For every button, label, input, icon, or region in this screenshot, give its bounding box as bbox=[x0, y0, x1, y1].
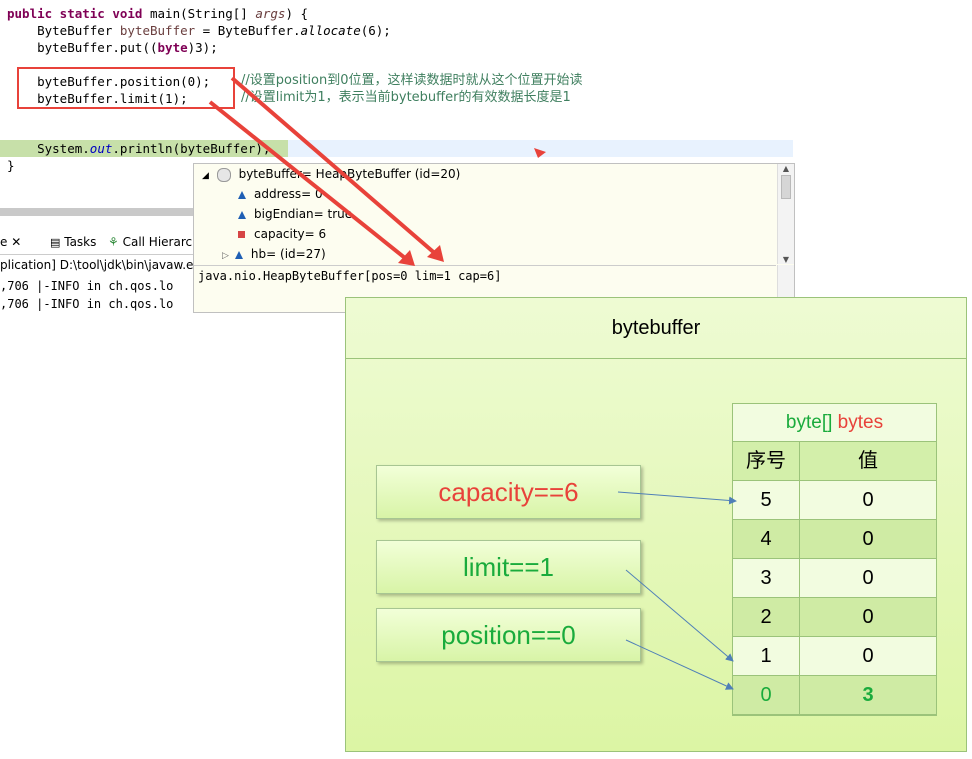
limit-label: limit==1 bbox=[376, 540, 641, 594]
tree-node-field[interactable]: bigEndian= true bbox=[238, 204, 352, 224]
code-text: main(String[] bbox=[142, 6, 256, 21]
scroll-down-arrow-icon[interactable]: ▼ bbox=[782, 255, 790, 264]
field-out: out bbox=[89, 141, 113, 156]
tree-node-field[interactable]: capacity= 6 bbox=[238, 224, 326, 244]
scroll-thumb[interactable] bbox=[781, 175, 791, 199]
expand-triangle-icon[interactable]: ▷ bbox=[222, 251, 229, 261]
tab-call-hierarchy[interactable]: ⚘ Call Hierarc bbox=[108, 235, 192, 249]
value-cell: 3 bbox=[800, 676, 936, 715]
tree-node-root[interactable]: ◢ byteBuffer= HeapByteBuffer (id=20) bbox=[202, 164, 460, 184]
capacity-label: capacity==6 bbox=[376, 465, 641, 519]
code-line-position: byteBuffer.position(0); bbox=[7, 73, 210, 90]
diagram-title: bytebuffer bbox=[346, 298, 966, 359]
value-cell: 0 bbox=[800, 481, 936, 520]
code-line-close-brace: } bbox=[7, 158, 15, 173]
console-header: plication] D:\tool\jdk\bin\javaw.e bbox=[0, 258, 194, 272]
final-field-icon bbox=[234, 250, 243, 259]
call-hierarchy-icon: ⚘ bbox=[108, 235, 119, 249]
variables-tree[interactable]: ◢ byteBuffer= HeapByteBuffer (id=20) add… bbox=[194, 164, 776, 264]
code-text: ) { bbox=[285, 6, 309, 21]
field-label: address= 0 bbox=[254, 187, 323, 201]
collapse-triangle-icon[interactable]: ◢ bbox=[202, 171, 209, 181]
table-title: byte[] bytes bbox=[733, 404, 936, 442]
tree-node-field[interactable]: ▷ hb= (id=27) bbox=[222, 244, 326, 264]
code-text: .println(byteBuffer); bbox=[112, 141, 271, 156]
code-text: (6); bbox=[360, 23, 391, 38]
code-line-allocate: ByteBuffer byteBuffer = ByteBuffer.alloc… bbox=[7, 22, 391, 39]
index-cell: 2 bbox=[733, 598, 800, 637]
code-line-limit: byteBuffer.limit(1); bbox=[7, 90, 188, 107]
index-cell: 3 bbox=[733, 559, 800, 598]
view-splitter[interactable] bbox=[0, 208, 200, 216]
highlight-box bbox=[17, 67, 235, 109]
index-cell: 0 bbox=[733, 676, 800, 715]
private-field-icon bbox=[238, 231, 245, 238]
field-triangle-icon bbox=[238, 190, 246, 199]
tasks-icon: ▤ bbox=[50, 236, 61, 249]
code-text: )3); bbox=[187, 40, 218, 55]
comment-limit: //设置limit为1，表示当前bytebuffer的有效数据长度是1 bbox=[241, 90, 571, 105]
code-line-main: public static void main(String[] args) { bbox=[7, 5, 308, 22]
code-text: System. bbox=[7, 141, 90, 156]
view-tabs: e ✕ ▤ Tasks ⚘ Call Hierarc bbox=[0, 232, 196, 255]
value-cell: 0 bbox=[800, 520, 936, 559]
table-title-name: bytes bbox=[832, 412, 884, 433]
value-cell: 0 bbox=[800, 598, 936, 637]
keyword: byte bbox=[157, 40, 188, 55]
table-header-cell: 值 bbox=[800, 442, 936, 481]
code-text: = ByteBuffer. bbox=[195, 23, 301, 38]
table-title-type: byte[] bbox=[785, 412, 833, 433]
tab-tasks[interactable]: ▤ Tasks bbox=[50, 235, 96, 249]
field-label: hb= (id=27) bbox=[250, 247, 326, 261]
vertical-scrollbar[interactable]: ▲ ▼ bbox=[777, 164, 794, 264]
console-line: ,706 |-INFO in ch.qos.lo bbox=[0, 297, 174, 311]
value-cell: 0 bbox=[800, 637, 936, 676]
index-cell: 5 bbox=[733, 481, 800, 520]
scroll-up-arrow-icon[interactable]: ▲ bbox=[782, 164, 790, 173]
tab-call-hierarchy-label: Call Hierarc bbox=[122, 235, 193, 249]
comment-position: //设置position到0位置，这样读数据时就从这个位置开始读 bbox=[241, 73, 583, 88]
table-header-cell: 序号 bbox=[733, 442, 800, 481]
code-line-put: byteBuffer.put((byte)3); bbox=[7, 39, 218, 56]
field-triangle-icon bbox=[238, 210, 246, 219]
root-node-label: byteBuffer= HeapByteBuffer (id=20) bbox=[238, 167, 461, 181]
param-args: args bbox=[255, 6, 286, 21]
bytebuffer-diagram: bytebuffer capacity==6 limit==1 position… bbox=[345, 297, 967, 752]
position-label: position==0 bbox=[376, 608, 641, 662]
detail-pane: java.nio.HeapByteBuffer[pos=0 lim=1 cap=… bbox=[194, 265, 776, 311]
code-text: byteBuffer.position(0); bbox=[7, 74, 211, 89]
object-icon bbox=[216, 167, 231, 182]
field-label: bigEndian= true bbox=[254, 207, 353, 221]
keyword: public static void bbox=[7, 6, 143, 21]
var-name: byteBuffer bbox=[119, 23, 196, 38]
code-text: byteBuffer.put(( bbox=[7, 40, 158, 55]
tree-node-field[interactable]: address= 0 bbox=[238, 184, 323, 204]
index-cell: 1 bbox=[733, 637, 800, 676]
index-cell: 4 bbox=[733, 520, 800, 559]
debug-hover-popup[interactable]: ◢ byteBuffer= HeapByteBuffer (id=20) add… bbox=[193, 163, 795, 313]
method-name: allocate bbox=[300, 23, 361, 38]
code-text: ByteBuffer bbox=[7, 23, 120, 38]
console-line: ,706 |-INFO in ch.qos.lo bbox=[0, 279, 174, 293]
tab-console-close-icon[interactable]: e ✕ bbox=[0, 235, 22, 249]
field-label: capacity= 6 bbox=[254, 227, 327, 241]
code-text: byteBuffer.limit(1); bbox=[7, 91, 188, 106]
value-cell: 0 bbox=[800, 559, 936, 598]
code-line-println: System.out.println(byteBuffer); bbox=[7, 140, 270, 157]
tab-tasks-label: Tasks bbox=[64, 235, 97, 249]
